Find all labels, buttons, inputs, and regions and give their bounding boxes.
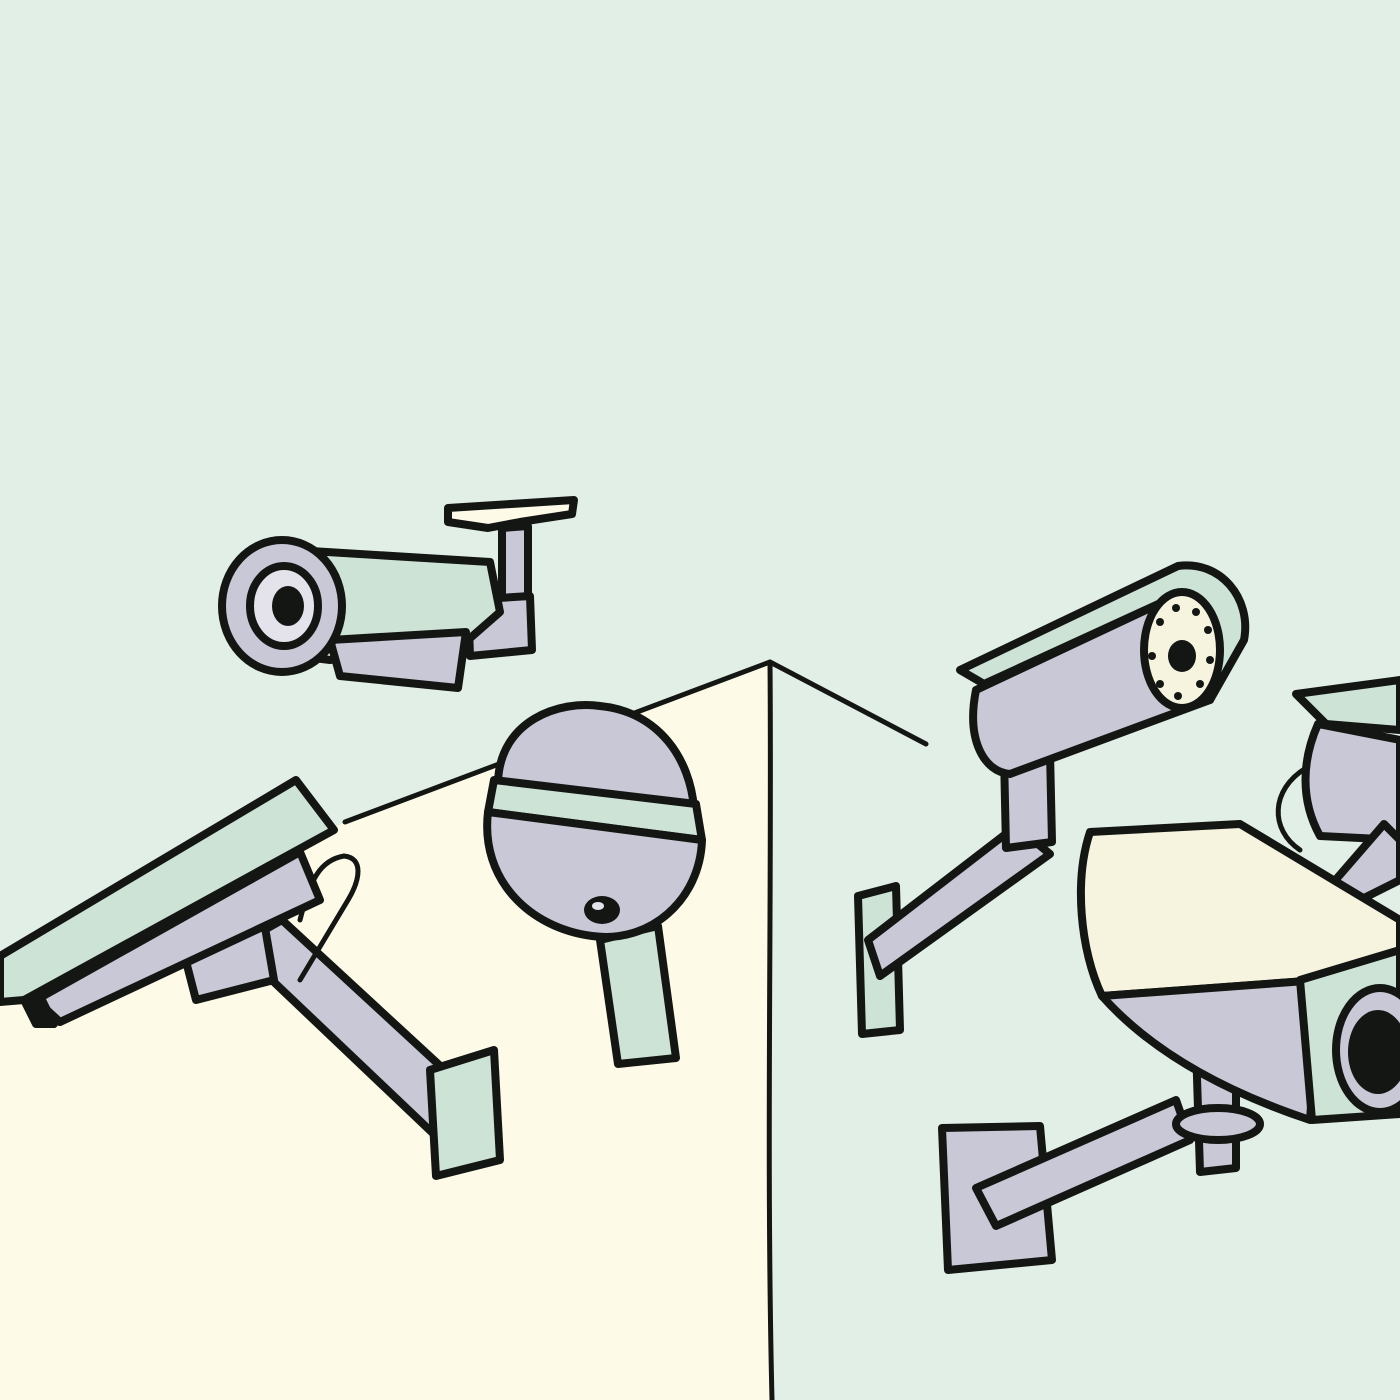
box-camera-icon xyxy=(938,820,1400,1274)
bullet-camera-icon xyxy=(0,776,504,1180)
dome-camera-icon xyxy=(483,701,706,1068)
bullet-camera-icon xyxy=(218,496,578,692)
ir-camera-icon xyxy=(854,561,1250,1038)
